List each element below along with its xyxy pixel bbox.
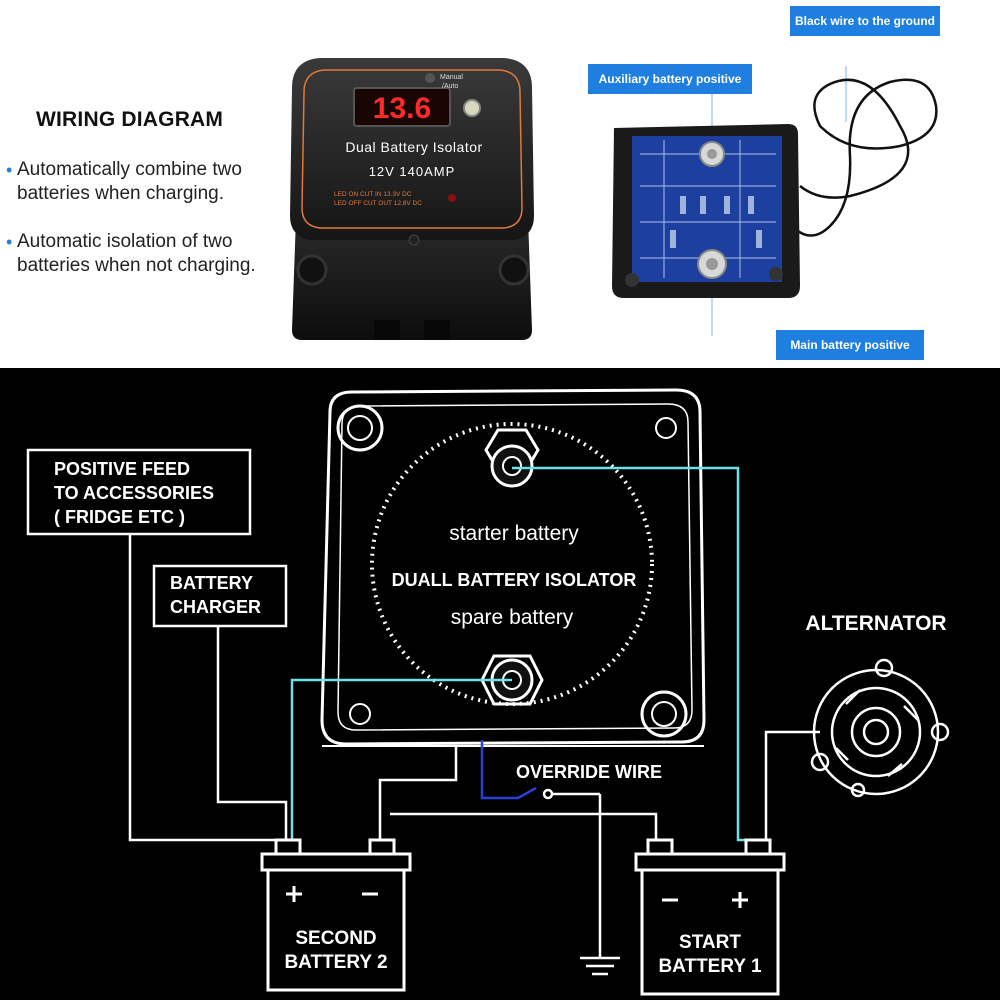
start-battery-line1: START xyxy=(679,932,741,953)
wiring-schematic-svg: starter battery DUALL BATTERY ISOLATOR s… xyxy=(26,388,950,996)
device-name: Dual Battery Isolator xyxy=(345,139,482,155)
callout-aux-positive: Auxiliary battery positive xyxy=(588,64,752,94)
white-wires xyxy=(128,534,820,976)
screw-icon xyxy=(408,234,420,246)
ground-wire xyxy=(789,78,938,237)
led-on-text: LED ON CUT IN 13.3V DC xyxy=(334,191,412,198)
positive-feed-box xyxy=(26,448,252,536)
spare-battery-label: spare battery xyxy=(451,606,574,629)
bullet-dot-icon: • xyxy=(6,232,13,252)
bullet-combine: • Automatically combine two batteries wh… xyxy=(6,158,286,206)
bullet-isolation: • Automatic isolation of two batteries w… xyxy=(6,230,286,278)
charger-label-line2: CHARGER xyxy=(170,597,261,617)
start-battery-line2: BATTERY 1 xyxy=(658,956,762,977)
status-led-icon xyxy=(448,194,456,202)
circuit-board-image xyxy=(612,66,938,336)
led-off-text: LED OFF CUT OUT 12.8V DC xyxy=(334,200,422,207)
bullet-dot-icon: • xyxy=(6,160,13,180)
second-battery-icon xyxy=(260,838,412,992)
bullet-combine-text: Automatically combine two batteries when… xyxy=(17,159,242,204)
second-battery-line2: BATTERY 2 xyxy=(284,952,387,973)
callout-ground: Black wire to the ground xyxy=(790,6,940,36)
override-wire xyxy=(480,740,537,800)
alternator-icon xyxy=(810,658,950,798)
wiring-schematic: starter battery DUALL BATTERY ISOLATOR s… xyxy=(0,368,1000,1000)
mode-indicator-icon xyxy=(425,73,435,83)
manual-auto-button[interactable] xyxy=(463,99,481,117)
start-battery-icon xyxy=(634,838,786,996)
wiring-diagram-heading: WIRING DIAGRAM xyxy=(36,108,224,131)
bullet-isolation-text: Automatic isolation of two batteries whe… xyxy=(17,231,256,276)
isolator-device-image: 13.6 Manual /Auto Dual Battery Isolator … xyxy=(290,58,534,340)
isolator-outline xyxy=(320,388,706,747)
top-panel: WIRING DIAGRAM • Automatically combine t… xyxy=(0,0,1000,368)
feed-label-line1: POSITIVE FEED xyxy=(54,459,190,479)
alternator-label: ALTERNATOR xyxy=(805,612,946,635)
battery-charger-box xyxy=(152,564,288,628)
starter-battery-label: starter battery xyxy=(449,522,579,545)
device-rating: 12V 140AMP xyxy=(369,164,456,179)
second-battery-line1: SECOND xyxy=(295,928,376,949)
feed-label-line3: ( FRIDGE ETC ) xyxy=(54,507,185,527)
feed-label-line2: TO ACCESSORIES xyxy=(54,483,214,503)
device-display-value: 13.6 xyxy=(373,92,431,125)
mode-label-line1: Manual xyxy=(440,74,463,81)
starter-terminal-icon xyxy=(484,428,540,488)
callout-main-positive: Main battery positive xyxy=(776,330,924,360)
mode-label-line2: /Auto xyxy=(442,83,458,90)
charger-label-line1: BATTERY xyxy=(170,573,253,593)
override-wire-label: OVERRIDE WIRE xyxy=(516,762,662,782)
isolator-label: DUALL BATTERY ISOLATOR xyxy=(392,570,637,590)
